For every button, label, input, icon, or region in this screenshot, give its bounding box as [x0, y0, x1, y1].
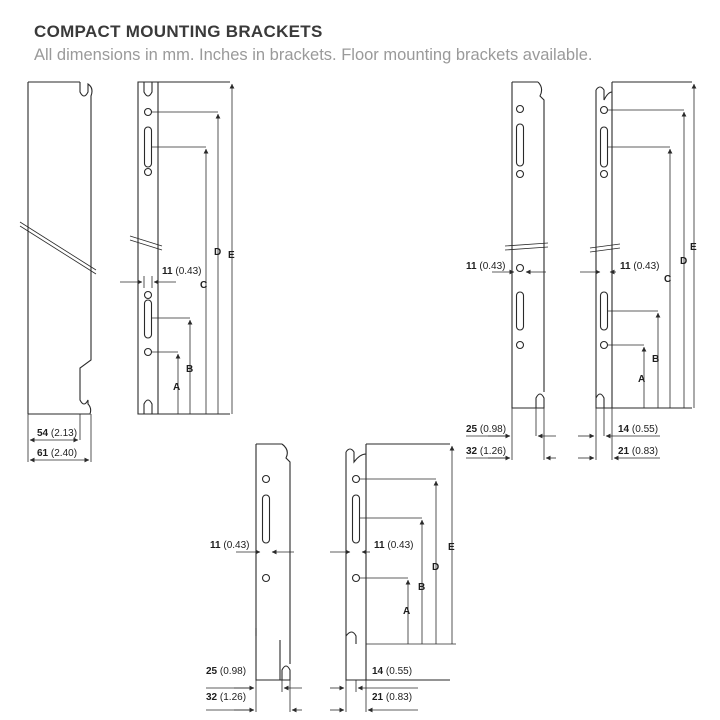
svg-text:25 (0.98): 25 (0.98) — [466, 424, 506, 435]
dim-61-in: (2.40) — [51, 448, 77, 459]
dimension-11-b3: 11 (0.43) — [466, 261, 546, 275]
svg-text:54 (2.13): 54 (2.13) — [37, 428, 77, 439]
dimension-11-b2: 11 (0.43) — [120, 266, 201, 288]
dimension-61: 61 (2.40) — [29, 448, 90, 463]
dimension-11-b5: 11 (0.43) — [210, 540, 294, 555]
bracket-long-side-view — [19, 81, 97, 415]
label-E-b4: E — [690, 242, 697, 253]
label-A-b6: A — [403, 606, 410, 617]
svg-text:11 (0.43): 11 (0.43) — [466, 261, 505, 272]
label-B-b6: B — [418, 582, 425, 593]
bracket-short-front-view: E D B A — [345, 443, 456, 681]
svg-text:25 (0.98): 25 (0.98) — [206, 666, 246, 677]
svg-text:11 (0.43): 11 (0.43) — [210, 540, 249, 551]
label-C-b4: C — [664, 274, 671, 285]
dim-11-mm-b3: 11 — [466, 261, 477, 272]
bracket-medium-front-view: E D C B A — [589, 81, 697, 409]
svg-text:32 (1.26): 32 (1.26) — [466, 446, 506, 457]
dim-32-in: (1.26) — [480, 446, 506, 457]
page-title: COMPACT MOUNTING BRACKETS — [34, 22, 323, 41]
dim-14-mm: 14 — [618, 424, 630, 435]
label-D-b6: D — [432, 562, 439, 573]
dimension-25-b5: 25 (0.98) — [206, 666, 302, 712]
dim-11-mm-b6: 11 — [374, 540, 385, 551]
label-D-b4: D — [680, 256, 687, 267]
dim-21-mm: 21 — [618, 446, 630, 457]
label-B-b4: B — [652, 354, 659, 365]
label-B: B — [186, 364, 193, 375]
dim-54-in: (2.13) — [51, 428, 77, 439]
dimension-25-b3: 25 (0.98) — [466, 408, 556, 460]
svg-text:32 (1.26): 32 (1.26) — [206, 692, 246, 703]
dim-11-in-b3: (0.43) — [479, 261, 505, 272]
dim-11-mm-b5: 11 — [210, 540, 221, 551]
bracket-medium-side-view — [504, 81, 549, 409]
dimension-54: 54 (2.13) — [27, 414, 92, 462]
dim-14-in-b6: (0.55) — [386, 666, 412, 677]
svg-text:14 (0.55): 14 (0.55) — [618, 424, 658, 435]
svg-text:21 (0.83): 21 (0.83) — [618, 446, 658, 457]
dim-25-in-b5: (0.98) — [220, 666, 246, 677]
label-E-b6: E — [448, 542, 455, 553]
dim-25-mm-b5: 25 — [206, 666, 218, 677]
dim-21-in: (0.83) — [632, 446, 658, 457]
svg-text:21 (0.83): 21 (0.83) — [372, 692, 412, 703]
dim-61-mm: 61 — [37, 448, 49, 459]
bracket-long-front-view: E D C B A — [129, 81, 235, 415]
dim-21-in-b6: (0.83) — [386, 692, 412, 703]
label-D: D — [214, 247, 221, 258]
label-A: A — [173, 382, 180, 393]
label-E: E — [228, 250, 235, 261]
dim-11-in-b6: (0.43) — [387, 540, 413, 551]
dimension-32-b5: 32 (1.26) — [206, 692, 302, 713]
svg-text:61 (2.40): 61 (2.40) — [37, 448, 77, 459]
svg-text:11 (0.43): 11 (0.43) — [620, 261, 659, 272]
dimension-11-b6: 11 (0.43) — [330, 540, 413, 555]
dimension-14-b6: 14 (0.55) — [330, 666, 418, 712]
dim-14-mm-b6: 14 — [372, 666, 384, 677]
svg-text:14 (0.55): 14 (0.55) — [372, 666, 412, 677]
dim-11-in: (0.43) — [175, 266, 201, 277]
svg-text:11 (0.43): 11 (0.43) — [374, 540, 413, 551]
dim-14-in: (0.55) — [632, 424, 658, 435]
dim-25-mm: 25 — [466, 424, 478, 435]
dim-54-mm: 54 — [37, 428, 49, 439]
label-A-b4: A — [638, 374, 645, 385]
dim-11-mm-b4: 11 — [620, 261, 631, 272]
dim-21-mm-b6: 21 — [372, 692, 384, 703]
dimension-11-b4: 11 (0.43) — [580, 261, 659, 275]
bracket-short-side-view — [255, 443, 291, 681]
dim-11-in-b5: (0.43) — [223, 540, 249, 551]
dimension-21-b6: 21 (0.83) — [330, 692, 418, 713]
dimension-32-b3: 32 (1.26) — [466, 446, 556, 461]
dim-32-in-b5: (1.26) — [220, 692, 246, 703]
dimension-14-b4: 14 (0.55) — [578, 408, 660, 460]
dim-11-mm: 11 — [162, 266, 173, 277]
page-subtitle: All dimensions in mm. Inches in brackets… — [34, 46, 593, 64]
dim-11-in-b4: (0.43) — [633, 261, 659, 272]
dim-32-mm-b5: 32 — [206, 692, 218, 703]
dim-25-in: (0.98) — [480, 424, 506, 435]
dim-32-mm: 32 — [466, 446, 478, 457]
svg-text:11 (0.43): 11 (0.43) — [162, 266, 201, 277]
dimension-21-b4: 21 (0.83) — [578, 446, 660, 461]
label-C: C — [200, 280, 207, 291]
